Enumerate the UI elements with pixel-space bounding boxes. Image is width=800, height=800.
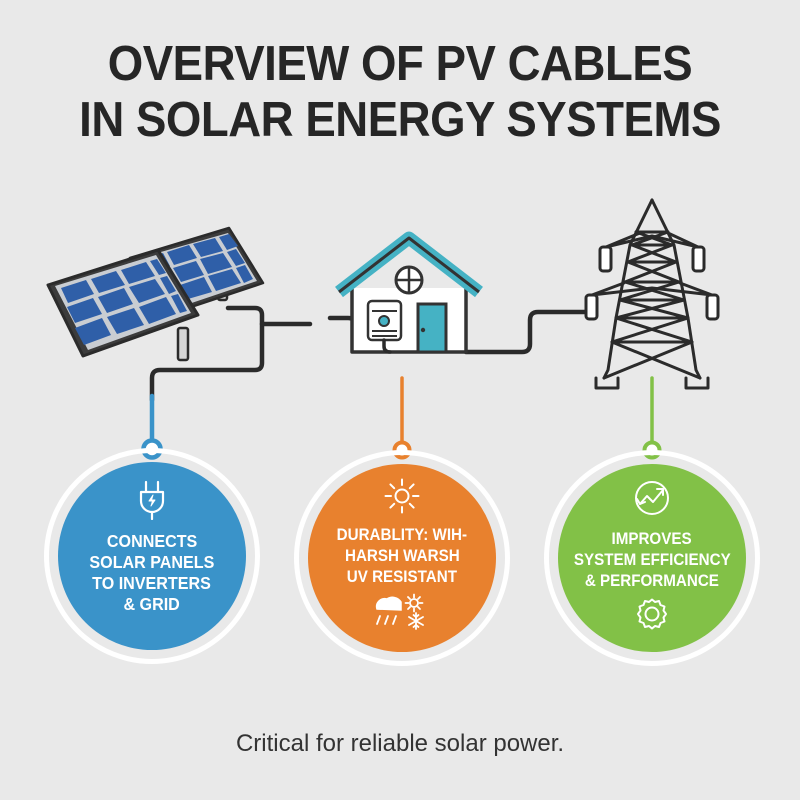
solar-panel-front: [46, 248, 200, 358]
card-line: CONNECTS: [106, 531, 198, 551]
cable-panel-to-node: [149, 305, 265, 403]
card-durability[interactable]: DURABLITY: WIH- HARSH WARSH UV RESISTANT: [294, 450, 510, 666]
card-outer-ring: [294, 450, 510, 666]
card-connects[interactable]: CONNECTS SOLAR PANELS TO INVERTERS & GRI…: [44, 448, 260, 664]
card-outer-ring: [544, 450, 760, 666]
card-disc: DURABLITY: WIH- HARSH WARSH UV RESISTANT: [308, 464, 496, 652]
sun-icon: [384, 478, 420, 519]
title-line-2: IN SOLAR ENERGY SYSTEMS: [79, 93, 721, 147]
card-line: UV RESISTANT: [346, 568, 458, 586]
card-line: HARSH WARSH: [344, 547, 460, 565]
cable-house-to-tower: [463, 309, 599, 355]
footer-caption: Critical for reliable solar power.: [235, 730, 565, 757]
weather-rain-sun-snow-icon: [371, 592, 433, 637]
card-efficiency[interactable]: IMPROVES SYSTEM EFFICIENCY & PERFORMANCE: [544, 450, 760, 666]
page-title: OVERVIEW OF PV CABLES IN SOLAR ENERGY SY…: [0, 36, 800, 148]
scene-illustration: [46, 198, 720, 460]
gear-icon: [634, 596, 670, 637]
card-line: TO INVERTERS: [92, 573, 212, 593]
inverter-box: [366, 299, 403, 342]
card-line: IMPROVES: [611, 530, 693, 548]
house-with-inverter: [335, 231, 483, 354]
card-outer-ring: [44, 448, 260, 664]
card-line: & PERFORMANCE: [584, 572, 720, 590]
trending-up-chart-icon: [632, 478, 672, 523]
card-line: SOLAR PANELS: [89, 552, 215, 572]
card-line: DURABLITY: WIH-: [336, 526, 468, 544]
transmission-tower: [584, 198, 720, 390]
solar-panel-array: [46, 226, 265, 362]
title-line-1: OVERVIEW OF PV CABLES: [107, 37, 693, 91]
card-line: SYSTEM EFFICIENCY: [573, 551, 731, 569]
card-disc: IMPROVES SYSTEM EFFICIENCY & PERFORMANCE: [558, 464, 746, 652]
card-disc: CONNECTS SOLAR PANELS TO INVERTERS & GRI…: [58, 462, 246, 650]
plug-icon: [135, 480, 169, 525]
card-line: & GRID: [123, 594, 181, 614]
